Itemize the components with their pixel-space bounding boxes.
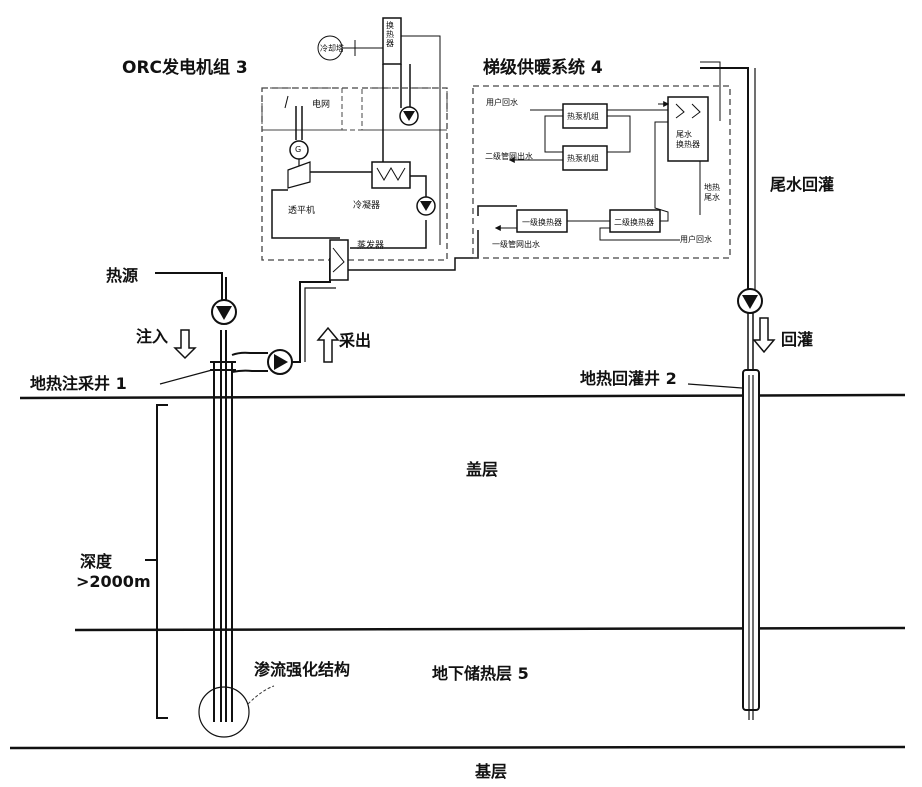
- primary-supply-label: 一级管网出水: [492, 239, 540, 250]
- well-2-leader: [688, 384, 742, 388]
- well-1: [210, 330, 236, 722]
- depth-bracket: [157, 405, 168, 718]
- condenser-label: 冷凝器: [353, 198, 380, 211]
- well-2: [743, 370, 759, 720]
- reinject-label: 回灌: [781, 326, 813, 350]
- heat-pump-2-label: 热泵机组: [567, 153, 599, 164]
- evaporator-icon: [330, 240, 348, 280]
- expander-label: 透平机: [288, 203, 315, 216]
- basement-label: 基层: [475, 758, 507, 782]
- tail-exchanger-label: 尾水 换热器: [676, 130, 700, 150]
- reinject-arrow-icon: [754, 318, 774, 352]
- grid-label: 电网: [312, 97, 330, 110]
- evaporator-label: 蒸发器: [357, 238, 384, 251]
- generator-label: G: [295, 145, 301, 154]
- primary-exchanger-label: 一级换热器: [522, 217, 562, 228]
- secondary-supply-label: 二级管网出水: [485, 151, 533, 162]
- tail-reinjection-label: 尾水回灌: [770, 171, 834, 195]
- well-1-label: 地热注采井 1: [30, 370, 127, 394]
- user-return-label: 用户回水: [486, 97, 518, 108]
- heat-source-label: 热源: [106, 262, 138, 286]
- geo-tail-water-label: 地热 尾水: [704, 183, 720, 203]
- heating-system-title: 梯级供暖系统 4: [483, 53, 603, 78]
- inject-arrow-icon: [175, 330, 195, 358]
- inject-label: 注入: [136, 323, 168, 347]
- secondary-exchanger-label: 二级换热器: [614, 217, 654, 228]
- basement-line: [10, 747, 905, 748]
- ground-line: [20, 395, 905, 398]
- heat-exchanger-top-label: 换热器: [386, 21, 398, 48]
- heat-pump-1-label: 热泵机组: [567, 111, 599, 122]
- well-1-leader: [160, 370, 212, 384]
- extract-pipe: [232, 353, 268, 355]
- reservoir-top-line: [75, 628, 905, 630]
- user-return-2-label: 用户回水: [680, 234, 712, 245]
- depth-value: >2000m: [76, 572, 151, 591]
- seepage-structure-label: 渗流强化结构: [254, 656, 350, 680]
- heat-source-pipe: [155, 273, 222, 300]
- well-2-label: 地热回灌井 2: [580, 365, 677, 389]
- condenser-icon: [372, 162, 410, 188]
- depth-label: 深度: [80, 548, 112, 572]
- cooling-tower-label: 冷却塔: [320, 43, 344, 54]
- seepage-pointer: [248, 686, 274, 704]
- generator-lines: [296, 106, 302, 140]
- orc-unit-title: ORC发电机组 3: [122, 53, 248, 78]
- extract-arrow-icon: [318, 328, 338, 362]
- tail-water-exchanger: [668, 97, 708, 161]
- reservoir-label: 地下储热层 5: [432, 660, 529, 684]
- cap-layer-label: 盖层: [466, 456, 498, 480]
- extract-label: 采出: [339, 327, 371, 351]
- seepage-circle: [199, 687, 249, 737]
